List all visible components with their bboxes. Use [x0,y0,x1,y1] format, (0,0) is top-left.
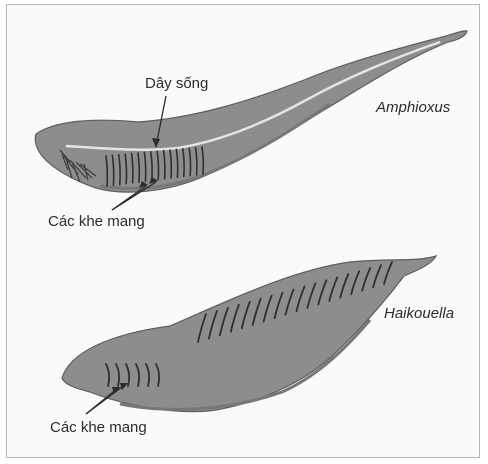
haikouella-species-label: Haikouella [384,305,454,322]
notochord-label: Dây sống [145,75,208,92]
amphioxus-gills-label: Các khe mang [48,213,145,230]
haikouella-gills-label: Các khe mang [50,419,147,436]
amphioxus-species-label: Amphioxus [375,99,451,116]
